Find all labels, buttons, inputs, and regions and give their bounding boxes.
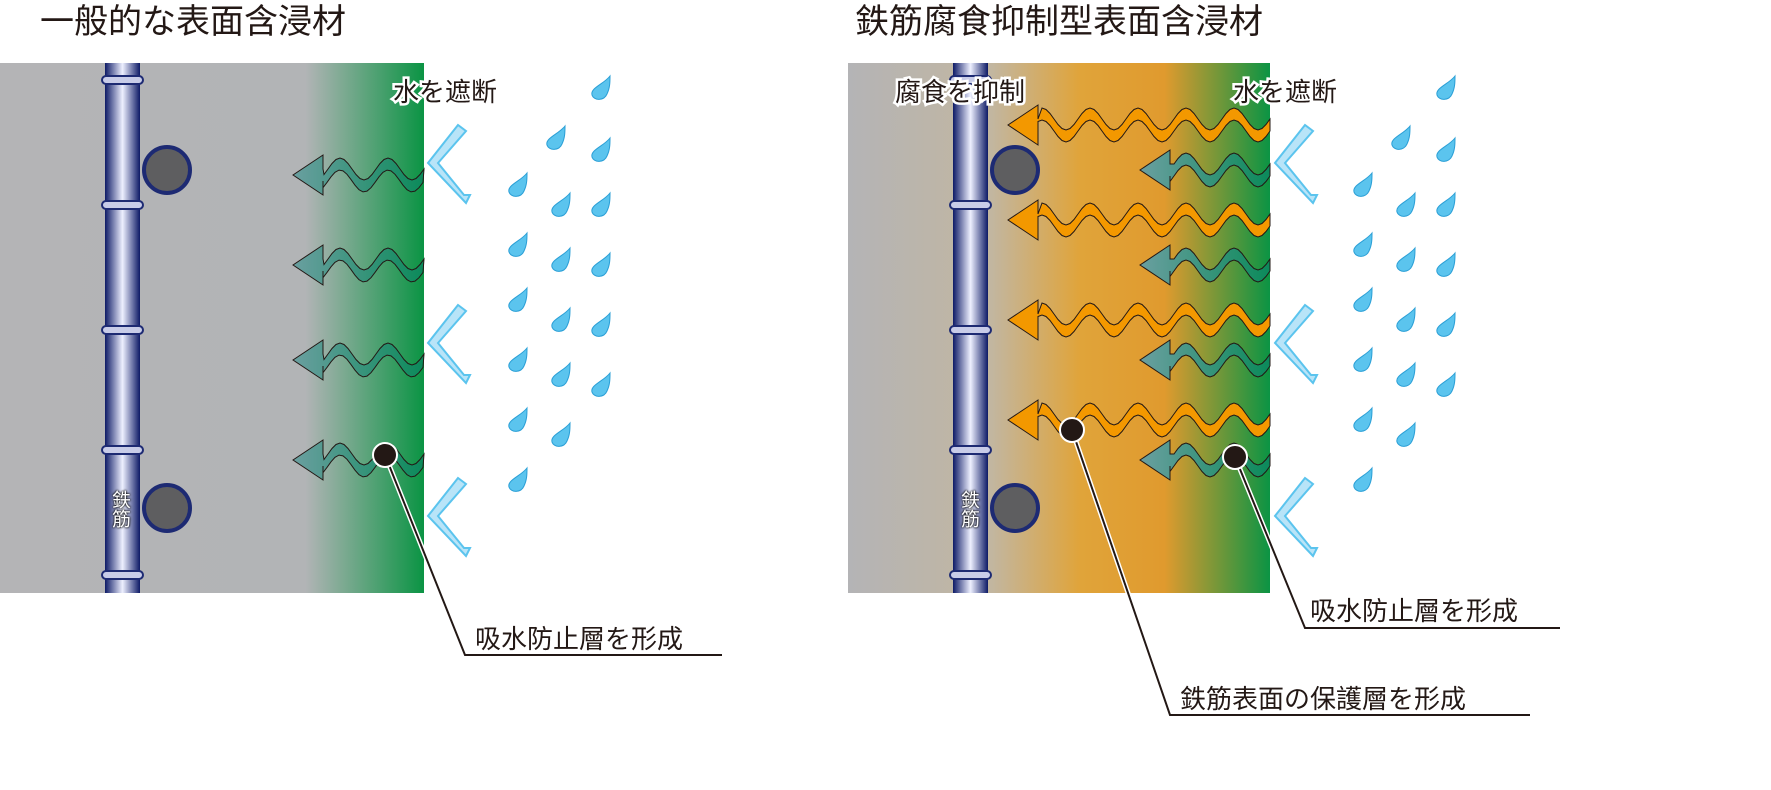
right-protective-callout-marker	[1059, 417, 1085, 443]
water-penetration-arrow	[1139, 149, 1271, 191]
water-droplet-icon	[508, 406, 528, 432]
water-droplet-icon	[546, 124, 566, 150]
water-droplet-icon	[551, 306, 571, 332]
right-rebar-rib	[949, 200, 992, 210]
left-rebar-rib	[101, 200, 144, 210]
inhibitor-penetration-arrow	[1007, 299, 1271, 341]
left-rebar-label: 鉄筋	[109, 490, 131, 528]
water-droplet-icon	[591, 74, 611, 100]
right-rebar-rib	[949, 75, 992, 85]
water-blocked-chevron-icon	[1273, 123, 1319, 205]
left-rebar-rib	[101, 325, 144, 335]
water-droplet-icon	[551, 191, 571, 217]
water-droplet-icon	[508, 286, 528, 312]
right-title: 鉄筋腐食抑制型表面含浸材	[855, 2, 1263, 42]
right-rebar-cross-section	[990, 145, 1040, 195]
water-droplet-icon	[1436, 311, 1456, 337]
water-droplet-icon	[1396, 246, 1416, 272]
water-droplet-icon	[591, 136, 611, 162]
water-penetration-arrow	[292, 244, 425, 286]
right-rebar-cross-section	[990, 483, 1040, 533]
water-penetration-arrow	[1139, 339, 1271, 381]
left-water-block-label: 水を遮断	[393, 78, 497, 108]
right-protective-callout: 鉄筋表面の保護層を形成	[1180, 685, 1466, 715]
left-rebar-cross-section	[142, 483, 192, 533]
right-protective-callout-line	[1071, 429, 1530, 716]
water-droplet-icon	[1353, 286, 1373, 312]
right-absorption-callout-marker	[1222, 444, 1248, 470]
water-droplet-icon	[1391, 124, 1411, 150]
left-absorption-callout-line	[384, 454, 722, 656]
inhibitor-penetration-arrow	[1007, 199, 1271, 241]
left-absorption-callout: 吸水防止層を形成	[475, 625, 683, 655]
water-droplet-icon	[551, 246, 571, 272]
left-rebar-rib	[101, 75, 144, 85]
right-rebar-rib	[949, 325, 992, 335]
water-droplet-icon	[1353, 346, 1373, 372]
water-droplet-icon	[508, 171, 528, 197]
water-droplet-icon	[1396, 421, 1416, 447]
water-droplet-icon	[1436, 371, 1456, 397]
left-title: 一般的な表面含浸材	[40, 2, 346, 42]
left-rebar-rib	[101, 570, 144, 580]
water-blocked-chevron-icon	[426, 476, 472, 558]
water-droplet-icon	[591, 251, 611, 277]
water-blocked-chevron-icon	[1273, 476, 1319, 558]
water-droplet-icon	[551, 361, 571, 387]
water-droplet-icon	[551, 421, 571, 447]
water-penetration-arrow	[292, 339, 425, 381]
water-droplet-icon	[1436, 191, 1456, 217]
right-absorption-callout: 吸水防止層を形成	[1310, 597, 1518, 627]
right-rebar-rib	[949, 570, 992, 580]
left-rebar-cross-section	[142, 145, 192, 195]
right-water-block-label: 水を遮断	[1233, 78, 1337, 108]
right-corrosion-label: 腐食を抑制	[895, 78, 1025, 108]
water-droplet-icon	[591, 311, 611, 337]
water-droplet-icon	[508, 231, 528, 257]
right-rebar-rib	[949, 445, 992, 455]
right-rebar-label: 鉄筋	[958, 490, 980, 528]
water-droplet-icon	[508, 466, 528, 492]
water-droplet-icon	[1436, 136, 1456, 162]
right-absorption-callout-line	[1234, 456, 1560, 629]
left-concrete	[0, 63, 424, 593]
water-droplet-icon	[591, 191, 611, 217]
water-blocked-chevron-icon	[426, 123, 472, 205]
water-droplet-icon	[1353, 231, 1373, 257]
inhibitor-penetration-arrow	[1007, 104, 1271, 146]
water-droplet-icon	[1353, 466, 1373, 492]
water-droplet-icon	[1353, 406, 1373, 432]
water-droplet-icon	[1436, 251, 1456, 277]
water-penetration-arrow	[292, 154, 425, 196]
water-droplet-icon	[1353, 171, 1373, 197]
left-absorption-callout-marker	[372, 442, 398, 468]
water-droplet-icon	[508, 346, 528, 372]
water-droplet-icon	[1396, 191, 1416, 217]
water-droplet-icon	[1436, 74, 1456, 100]
water-blocked-chevron-icon	[1273, 303, 1319, 385]
water-blocked-chevron-icon	[426, 303, 472, 385]
water-penetration-arrow	[1139, 244, 1271, 286]
left-rebar-rib	[101, 445, 144, 455]
water-droplet-icon	[1396, 306, 1416, 332]
water-droplet-icon	[591, 371, 611, 397]
water-droplet-icon	[1396, 361, 1416, 387]
